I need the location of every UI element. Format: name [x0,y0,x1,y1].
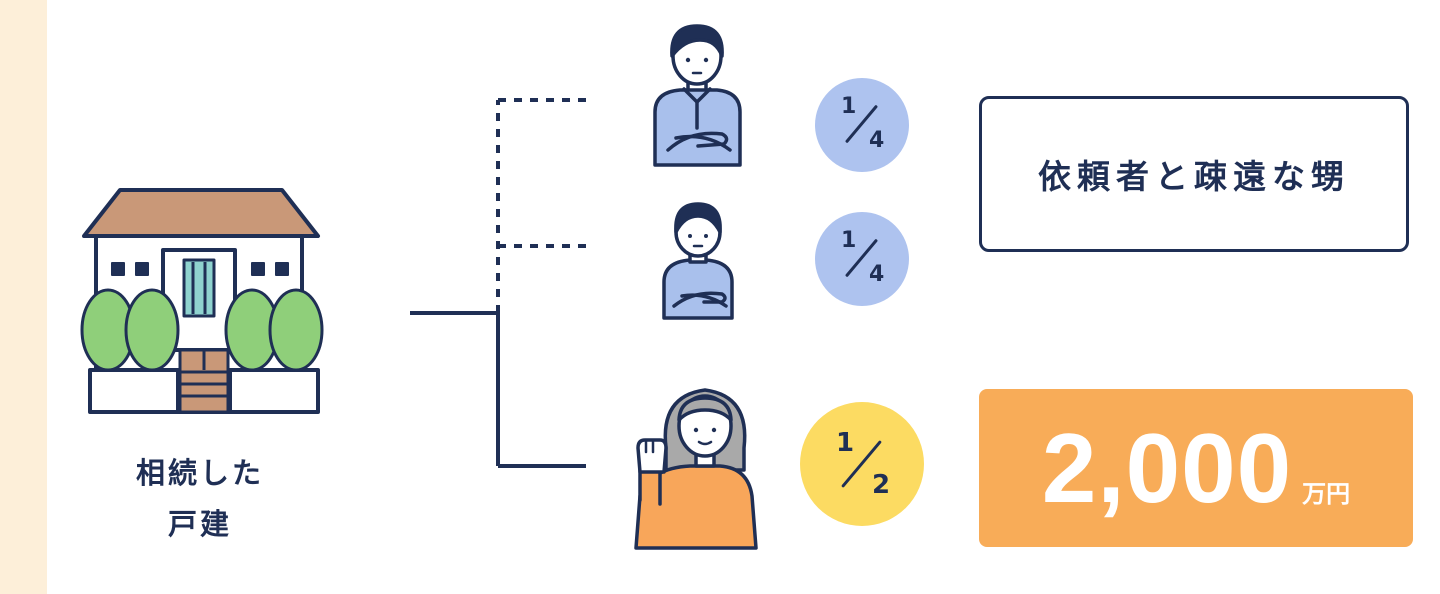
fraction-numerator: 1 [841,228,857,253]
amount-value: 2,000 [1041,413,1293,523]
left-accent-strip [0,0,47,594]
house-label-line2: 戸建 [167,507,232,541]
fraction-circle-heir-1: 1 4 [815,78,909,172]
fraction-numerator: 1 [836,428,855,458]
house-icon [80,188,324,414]
amount-unit: 万円 [1302,480,1351,508]
fraction-circle-heir-2: 1 4 [815,212,909,306]
fraction-circle-heir-3: 1 2 [800,402,924,526]
person-woman-waving-icon [634,388,758,550]
relation-label-box: 依頼者と疎遠な甥 [979,96,1409,252]
connector-lines [410,98,590,468]
person-young-man-icon [653,24,742,167]
fraction-denominator: 4 [869,262,885,287]
house-label-line1: 相続した [135,456,264,490]
person-boy-icon [662,202,734,320]
amount-box: 2,000 万円 [979,389,1413,547]
fraction-denominator: 4 [869,128,885,153]
relation-label-text: 依頼者と疎遠な甥 [1038,157,1350,196]
fraction-denominator: 2 [872,470,891,500]
fraction-numerator: 1 [841,94,857,119]
